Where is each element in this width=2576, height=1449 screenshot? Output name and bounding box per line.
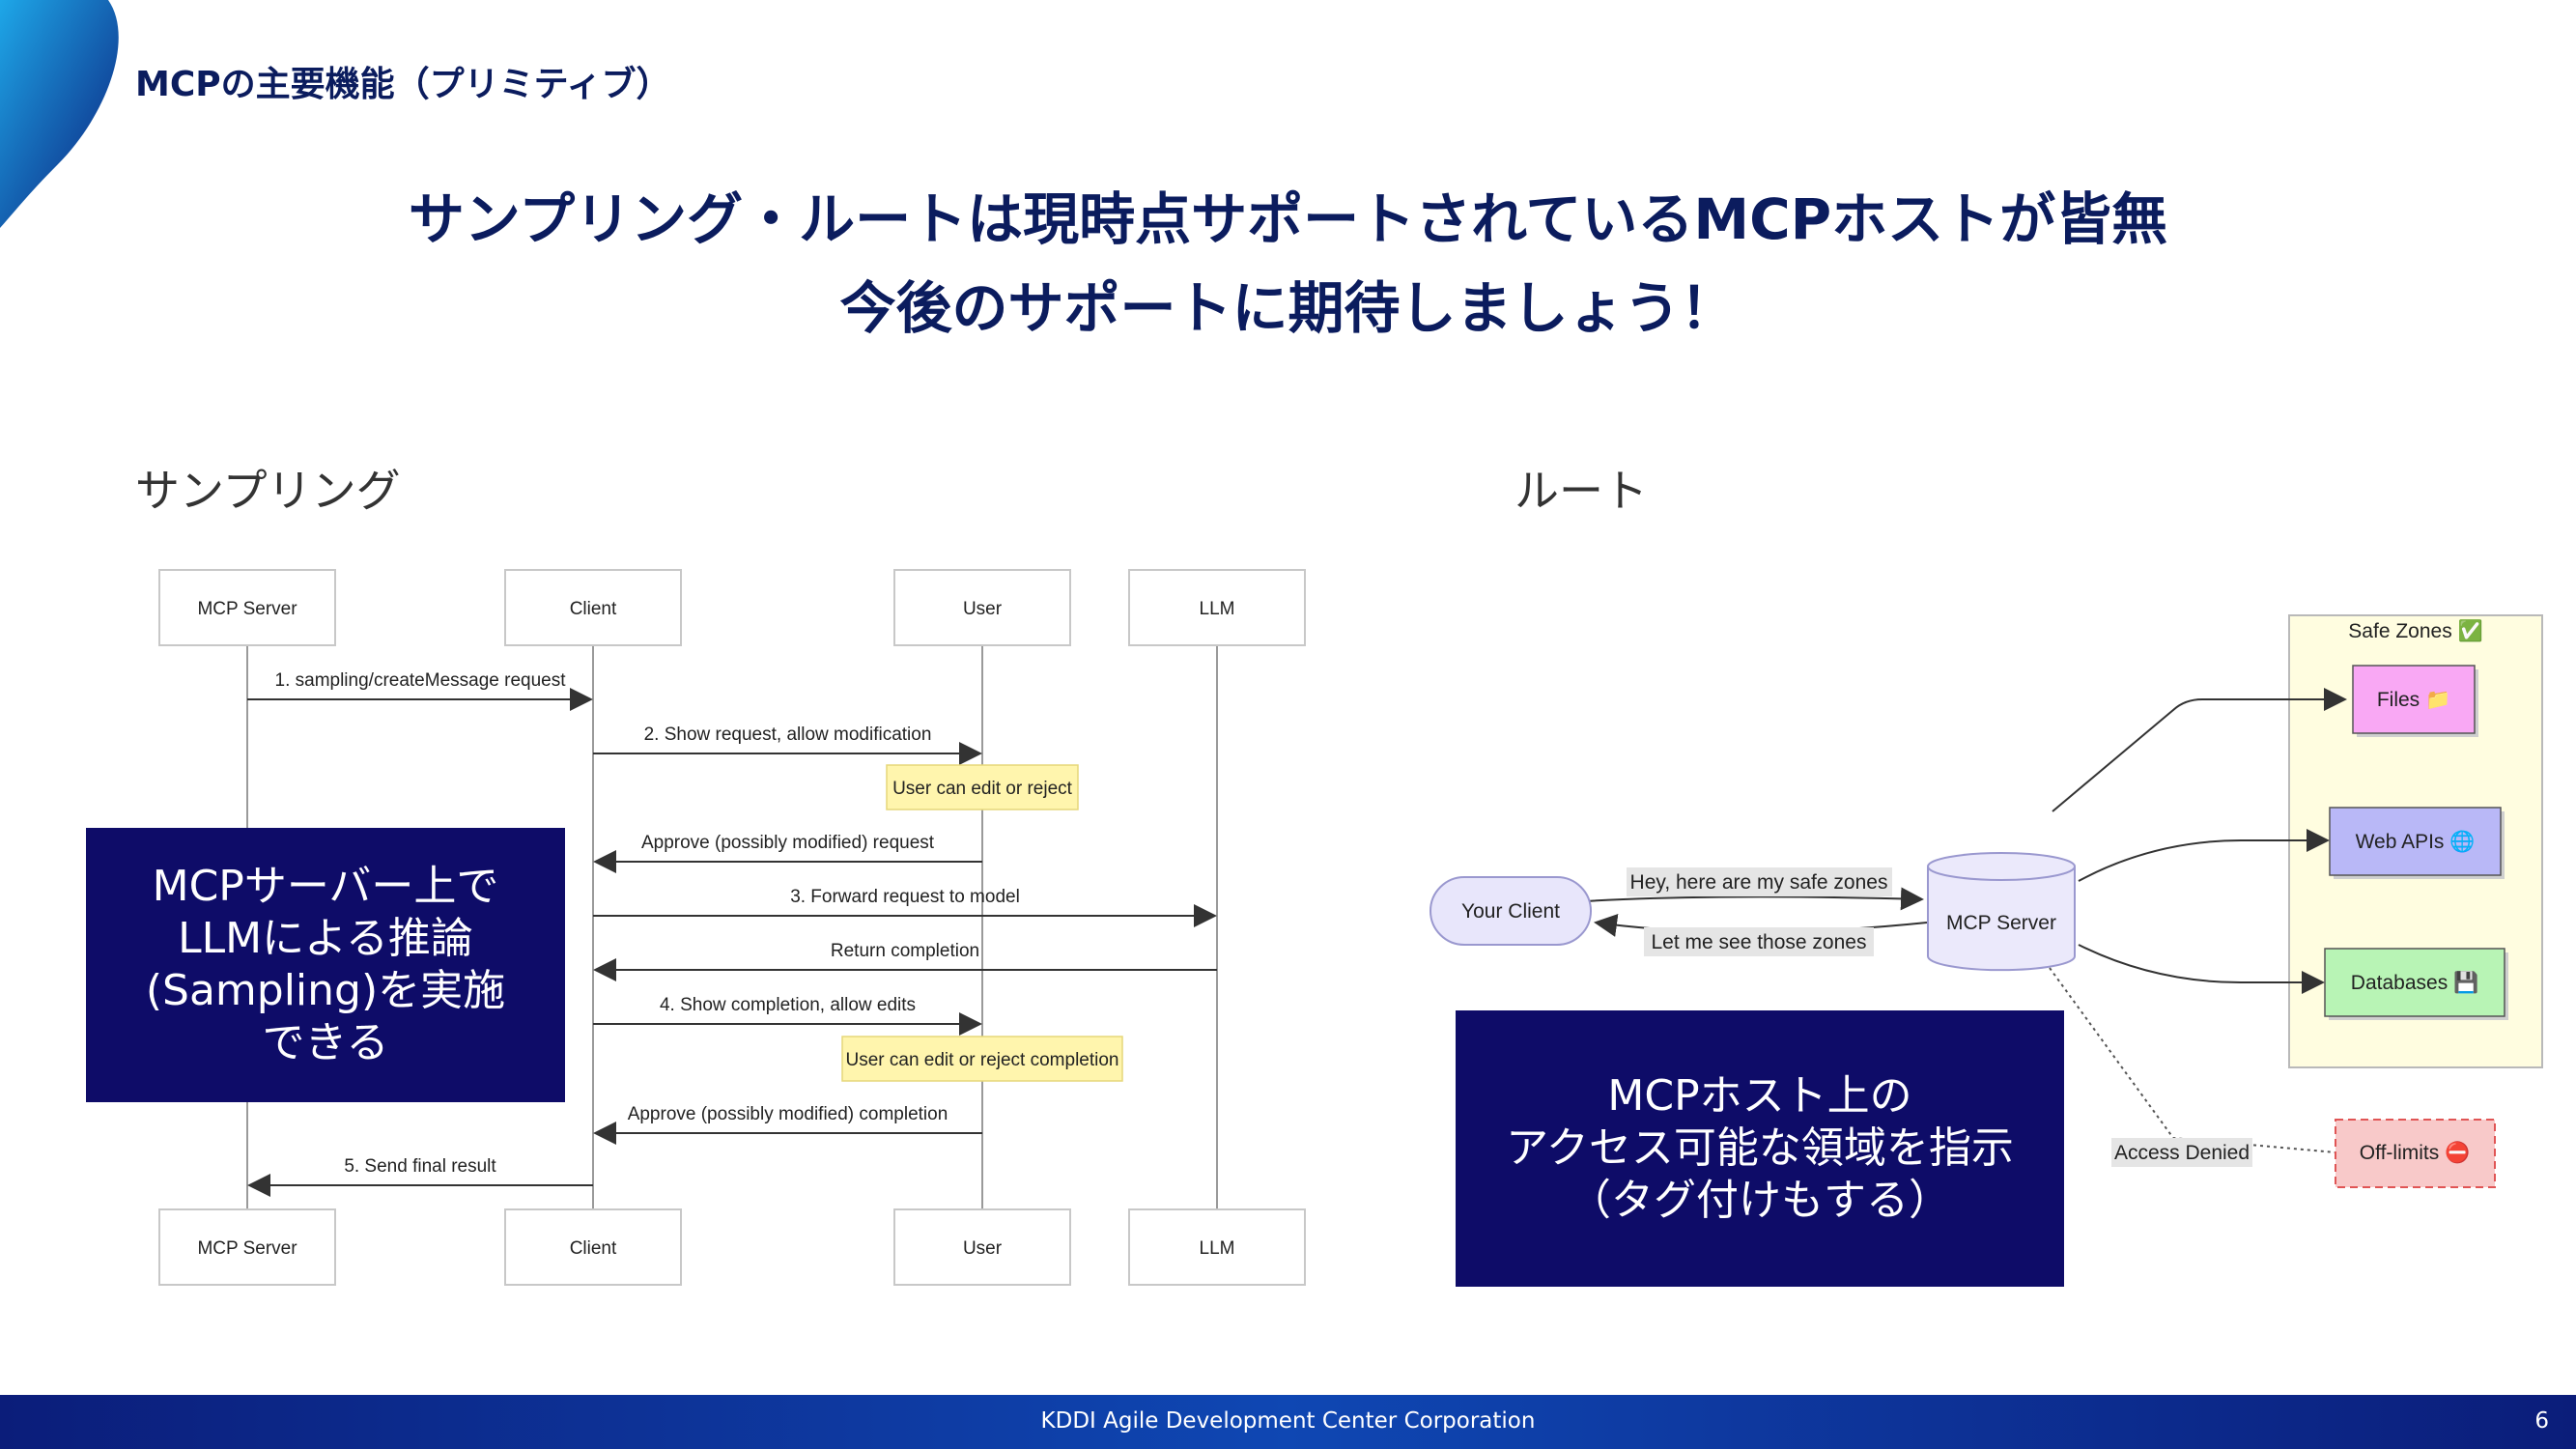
participant-label: MCP Server — [197, 1238, 297, 1259]
edge-label-access-denied: Access Denied — [2114, 1142, 2250, 1164]
message-label: Approve (possibly modified) completion — [628, 1104, 948, 1124]
page-number: 6 — [2534, 1408, 2549, 1434]
participant-box — [1128, 569, 1306, 646]
participant-label: LLM — [1200, 1238, 1235, 1259]
participant-box — [158, 569, 336, 646]
target-label: Databases 💾 — [2351, 970, 2478, 994]
participant-label: LLM — [1200, 599, 1235, 619]
edge-label-safe-zones: Hey, here are my safe zones — [1630, 871, 1888, 894]
roots-callout: MCPホスト上の アクセス可能な領域を指示 （タグ付けもする） — [1456, 1010, 2064, 1287]
edge-label-bg — [2111, 1138, 2252, 1167]
offlimits-label: Off-limits ⛔ — [2360, 1140, 2470, 1164]
edge-server-databases — [2078, 944, 2325, 994]
headline-line-2: 今後のサポートに期待しましょう！ — [839, 275, 1737, 341]
edge-label-see-zones: Let me see those zones — [1652, 931, 1867, 953]
message-label: Approve (possibly modified) request — [641, 833, 935, 853]
message-label: Return completion — [831, 941, 979, 961]
target-node — [2329, 807, 2502, 876]
your-client-label: Your Client — [1461, 900, 1560, 923]
roots-heading: ルート — [1514, 465, 1648, 517]
participant-label: User — [963, 1238, 1003, 1259]
edge-client-to-server — [1583, 887, 1924, 911]
message-label: 1. sampling/createMessage request — [275, 670, 567, 691]
participant-box — [158, 1208, 336, 1286]
participant-label: User — [963, 599, 1003, 619]
participant-box — [504, 569, 682, 646]
safe-zones-title: Safe Zones ✅ — [2348, 618, 2482, 642]
footer-bar: KDDI Agile Development Center Corporatio… — [0, 1395, 2576, 1449]
offlimits-node — [2335, 1119, 2496, 1188]
target-label: Web APIs 🌐 — [2356, 829, 2476, 853]
edge-label-bg — [1627, 867, 1892, 896]
target-node — [2352, 665, 2476, 734]
target-label: Files 📁 — [2377, 689, 2450, 711]
roots-diagram: Safe Zones ✅ Your Client MCP Server File… — [1430, 614, 2543, 1188]
sampling-callout: MCPサーバー上で LLMによる推論 (Sampling)を実施 できる — [86, 828, 565, 1102]
mcp-server-node — [1927, 852, 2076, 972]
participant-box — [504, 1208, 682, 1286]
note-label: User can edit or reject completion — [845, 1050, 1118, 1070]
section-title: MCPの主要機能（プリミティブ） — [135, 65, 671, 104]
participant-label: MCP Server — [197, 599, 297, 619]
target-node — [2324, 948, 2505, 1017]
message-label: 2. Show request, allow modification — [644, 724, 932, 745]
note-box — [886, 764, 1079, 810]
edge-label-bg — [1644, 927, 1874, 956]
note-label: User can edit or reject — [892, 779, 1073, 799]
sampling-heading: サンプリング — [135, 465, 401, 517]
corner-decoration — [0, 0, 119, 228]
note-box — [841, 1036, 1123, 1082]
footer-company: KDDI Agile Development Center Corporatio… — [1040, 1408, 1536, 1434]
participant-label: Client — [570, 1238, 617, 1259]
headline-line-1: サンプリング・ルートは現時点サポートされているMCPホストが皆無 — [408, 186, 2168, 252]
edge-server-files — [2052, 688, 2347, 812]
participant-label: Client — [570, 599, 617, 619]
participant-box — [893, 1208, 1071, 1286]
your-client-node — [1430, 876, 1592, 946]
message-label: 3. Forward request to model — [790, 887, 1020, 907]
participant-box — [1128, 1208, 1306, 1286]
message-label: 4. Show completion, allow edits — [660, 995, 916, 1015]
mcp-server-label: MCP Server — [1946, 912, 2056, 934]
participant-box — [893, 569, 1071, 646]
edge-server-webapis — [2078, 829, 2330, 882]
message-label: 5. Send final result — [344, 1156, 496, 1177]
